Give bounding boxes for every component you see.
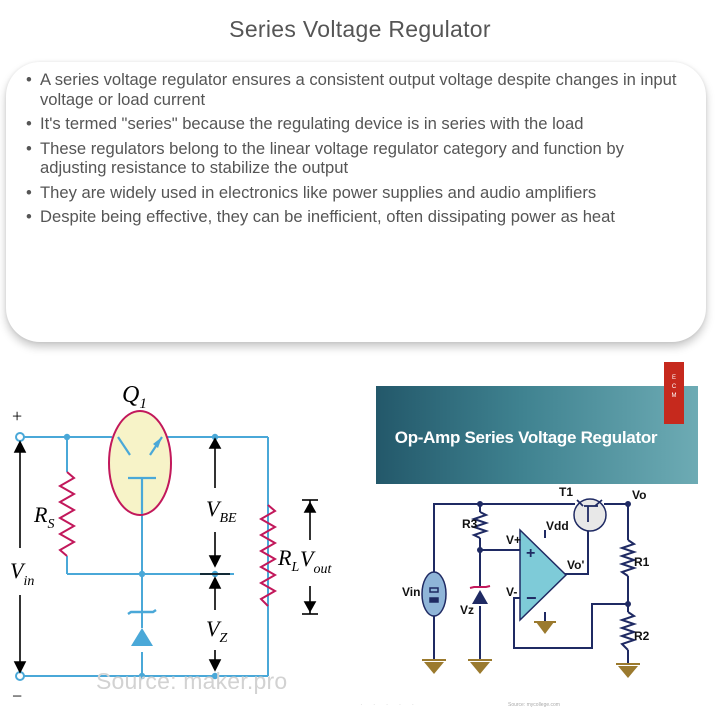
resistor-rl bbox=[258, 504, 278, 607]
opamp-junctions bbox=[477, 501, 631, 607]
vout-arrow bbox=[302, 499, 318, 615]
zener-diode bbox=[127, 608, 157, 646]
bullet-text: These regulators belong to the linear vo… bbox=[40, 138, 624, 178]
bullet-text: Despite being effective, they can be ine… bbox=[40, 207, 616, 226]
resistor-r3 bbox=[470, 511, 490, 539]
vin-source bbox=[421, 571, 447, 617]
opamp-wires bbox=[433, 503, 629, 664]
transistor-q1 bbox=[108, 410, 172, 516]
r3-label: R3 bbox=[462, 517, 478, 531]
series-regulator-circuit: + − Q1 RS Vin VBE VZ RL Vout bbox=[10, 382, 332, 706]
q1-label: Q1 bbox=[122, 382, 147, 412]
minus-label: − bbox=[12, 686, 22, 706]
ground-symbols bbox=[424, 622, 638, 678]
t1-label: T1 bbox=[559, 485, 573, 499]
emitter-arrow bbox=[153, 437, 162, 448]
page-title: Series Voltage Regulator bbox=[229, 16, 491, 42]
bullet-text: A series voltage regulator ensures a con… bbox=[40, 70, 677, 109]
r1-label: R1 bbox=[634, 555, 650, 569]
svg-text:−: − bbox=[526, 588, 537, 608]
bullet-item: •Despite being effective, they can be in… bbox=[26, 207, 616, 226]
plus-label: + bbox=[12, 406, 22, 426]
vz-label: VZ bbox=[206, 616, 227, 646]
ground-bars bbox=[422, 621, 640, 665]
resistor-rs bbox=[57, 471, 77, 557]
rs-label: RS bbox=[33, 502, 54, 532]
vo-label: Vo bbox=[632, 488, 646, 502]
vin-source-label: Vin bbox=[402, 585, 420, 599]
t1-symbol bbox=[576, 499, 603, 522]
transistor-t1 bbox=[573, 498, 607, 532]
banner-title: Op-Amp Series Voltage Regulator bbox=[394, 428, 658, 447]
r2-label: R2 bbox=[634, 629, 650, 643]
bullet-item: •These regulators belong to the linear v… bbox=[26, 138, 624, 178]
vbe-arrow bbox=[208, 437, 222, 568]
bullet-text: It's termed "series" because the regulat… bbox=[40, 114, 584, 133]
vdd-label: Vdd bbox=[546, 519, 569, 533]
vz-arrow bbox=[200, 573, 230, 672]
vminus-label: V- bbox=[506, 585, 517, 599]
vout-label: Vout bbox=[300, 546, 332, 577]
faint-dots: · · · · · bbox=[360, 700, 419, 709]
rl-label: RL bbox=[277, 545, 299, 575]
bullet-list: •A series voltage regulator ensures a co… bbox=[26, 70, 690, 232]
bullet-item: •A series voltage regulator ensures a co… bbox=[26, 70, 677, 109]
opamp-regulator-circuit: + − T1 Vo R1 R2 R3 Vdd bbox=[402, 485, 650, 678]
resistor-r2 bbox=[618, 611, 638, 651]
right-banner bbox=[376, 386, 698, 484]
vz-label: Vz bbox=[460, 603, 474, 617]
opamp-triangle bbox=[519, 528, 568, 622]
vo-prime-label: Vo' bbox=[567, 558, 584, 572]
summary-card bbox=[6, 62, 706, 342]
vin-label: Vin bbox=[10, 558, 34, 589]
svg-text:+: + bbox=[526, 545, 535, 562]
vin-arrow bbox=[13, 440, 27, 674]
bullet-item: •It's termed "series" because the regula… bbox=[26, 114, 584, 133]
zener-vz bbox=[469, 585, 491, 604]
vplus-label: V+ bbox=[506, 533, 521, 547]
junction-dots bbox=[63, 433, 219, 680]
vbe-label: VBE bbox=[206, 496, 237, 526]
small-source: Source: mycollege.com bbox=[508, 702, 560, 708]
bullet-text: They are widely used in electronics like… bbox=[40, 182, 597, 202]
bullet-item: •They are widely used in electronics lik… bbox=[26, 182, 597, 202]
ecm-tag bbox=[664, 362, 684, 424]
vin-source-symbol bbox=[429, 587, 439, 603]
source-watermark: Source: maker.pro bbox=[96, 668, 288, 694]
resistor-r1 bbox=[618, 539, 638, 577]
